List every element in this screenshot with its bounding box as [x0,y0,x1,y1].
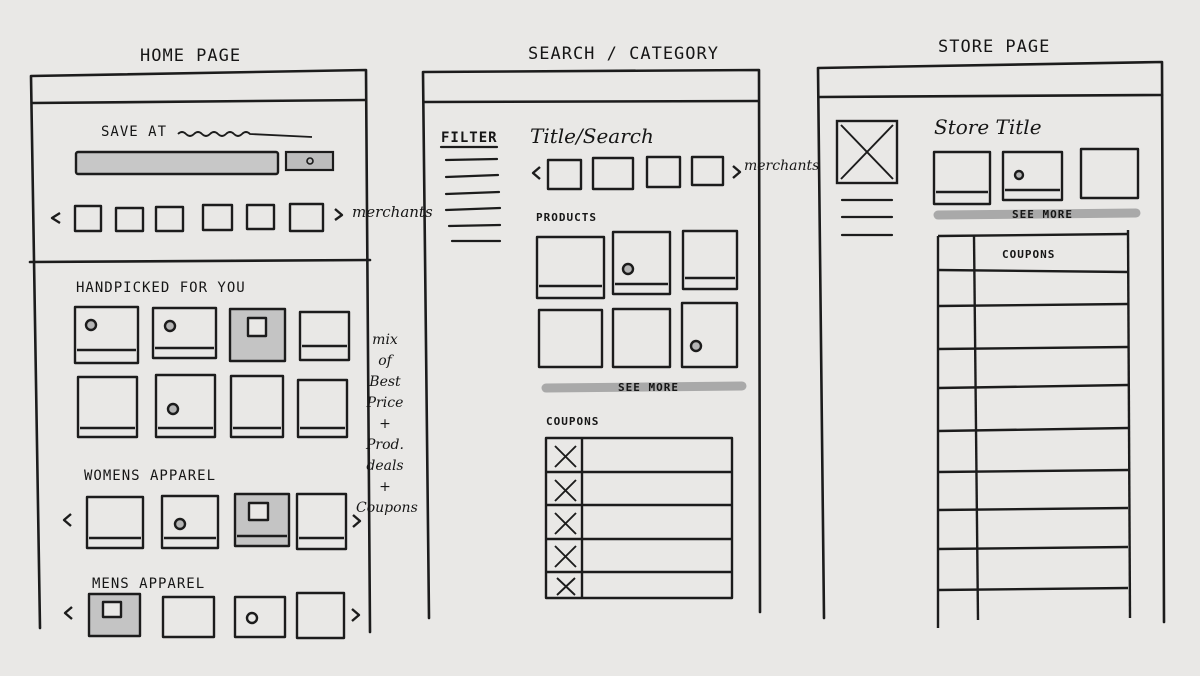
home-search-button[interactable] [284,150,335,172]
chevron-left-icon [62,513,72,527]
product-card [85,495,145,550]
mens-apparel-heading: MENS APPAREL [92,576,206,592]
product-card [233,492,291,548]
product-card [680,301,739,369]
search-coupons-label: COUPONS [546,415,600,428]
store-page-heading: STORE PAGE [938,37,1051,57]
title-search-label: Title/Search [530,124,654,148]
product-card [611,230,672,296]
home-search-bar[interactable] [74,150,280,176]
site-name-squiggle [177,131,313,138]
products-grid[interactable] [535,229,739,369]
products-label: PRODUCTS [536,211,597,224]
search-coupons-table[interactable] [544,436,734,600]
search-page-heading: SEARCH / CATEGORY [528,44,719,64]
product-card [1079,147,1140,200]
product-card [76,375,139,439]
search-see-more-bar[interactable] [541,381,747,393]
search-merchants-note: merchants [744,158,820,174]
product-card [611,307,672,369]
product-card [229,374,285,439]
store-coupons-label: COUPONS [1002,248,1056,261]
store-products-row[interactable] [932,147,1140,206]
product-card [932,150,992,206]
store-title-label: Store Title [934,115,1042,139]
product-card [298,310,351,362]
product-card [151,306,218,360]
close-icon [554,445,577,596]
store-logo-placeholder [835,119,899,185]
search-page-frame [421,68,762,620]
womens-apparel-heading: WOMENS APPAREL [84,468,217,484]
womens-apparel-carousel[interactable] [62,492,362,551]
chevron-right-icon [351,608,361,622]
home-page-frame [28,68,372,634]
product-card [160,494,220,550]
chevron-right-icon [352,514,362,528]
product-card [296,378,349,439]
search-merchants-carousel[interactable] [531,155,742,191]
chevron-right-icon [334,208,344,221]
product-card [295,492,348,551]
product-card [233,595,287,639]
chevron-right-icon [732,165,742,179]
product-card [228,307,287,363]
chevron-left-icon [50,211,61,225]
store-page-frame [816,60,1166,624]
home-merchants-note: merchants [352,203,433,221]
mix-note: mix of Best Price + Prod. deals + Coupon… [356,332,418,516]
product-card [681,229,739,291]
handpicked-heading: HANDPICKED FOR YOU [76,280,246,296]
image-placeholder-icon [840,124,894,180]
product-card [161,595,216,639]
save-at-label: SAVE AT [101,124,168,140]
product-card [295,591,346,640]
handpicked-grid[interactable] [73,305,351,439]
product-card [73,305,140,365]
product-card [154,373,217,439]
product-card [537,308,604,369]
store-see-more-bar[interactable] [933,208,1141,220]
home-merchants-carousel[interactable] [50,202,344,233]
home-page-heading: HOME PAGE [140,46,242,66]
store-see-more-label[interactable]: SEE MORE [1012,208,1073,221]
mens-apparel-carousel[interactable] [63,591,361,640]
filter-label: FILTER [441,130,498,146]
product-card [87,592,142,638]
chevron-left-icon [63,606,73,620]
search-icon [306,157,314,165]
filter-list[interactable] [439,145,502,243]
store-coupons-table[interactable] [936,229,1132,628]
chevron-left-icon [531,166,541,180]
store-info-lines [840,198,894,237]
product-card [535,235,606,300]
product-card [1001,150,1064,202]
search-see-more-label[interactable]: SEE MORE [618,381,679,394]
